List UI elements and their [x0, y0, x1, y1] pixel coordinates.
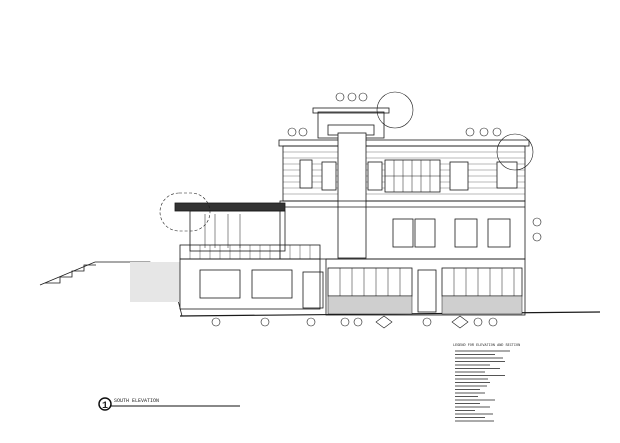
window	[454, 218, 478, 248]
window	[496, 161, 518, 189]
window	[251, 269, 293, 299]
stone-base	[327, 295, 413, 315]
legend-title: LEGEND FOR ELEVATION AND SECTION	[453, 344, 520, 348]
drawing-number-bubble	[98, 397, 112, 411]
cantilever-roof	[174, 202, 286, 212]
detail-callout	[159, 192, 211, 232]
detail-callout	[376, 91, 414, 129]
roof-monitor-cornice	[312, 107, 390, 114]
exterior-stairs	[45, 264, 96, 284]
window	[321, 161, 337, 191]
door	[302, 271, 324, 309]
lower-left-wall	[179, 258, 321, 310]
window	[299, 159, 313, 189]
window	[414, 218, 436, 248]
keynote-tags	[211, 92, 542, 329]
legend-items	[455, 350, 510, 422]
legend: LEGEND FOR ELEVATION AND SECTION	[453, 344, 520, 422]
drawing-title-text: SOUTH ELEVATION	[114, 398, 159, 404]
drawing-title: 1 SOUTH ELEVATION	[98, 397, 240, 412]
window	[487, 218, 511, 248]
window	[449, 161, 469, 191]
upper-cornice	[278, 139, 530, 147]
window	[199, 269, 241, 299]
retaining-wall	[130, 262, 180, 302]
window	[392, 218, 414, 248]
ground-floor	[325, 258, 526, 316]
entry-door	[417, 269, 437, 313]
building-elevation	[39, 91, 601, 329]
storefront-windows	[327, 267, 413, 297]
stone-base	[441, 295, 523, 315]
drawing-number: 1	[102, 401, 108, 412]
chimney	[337, 132, 367, 259]
detail-callout	[496, 133, 534, 171]
window	[367, 161, 383, 191]
